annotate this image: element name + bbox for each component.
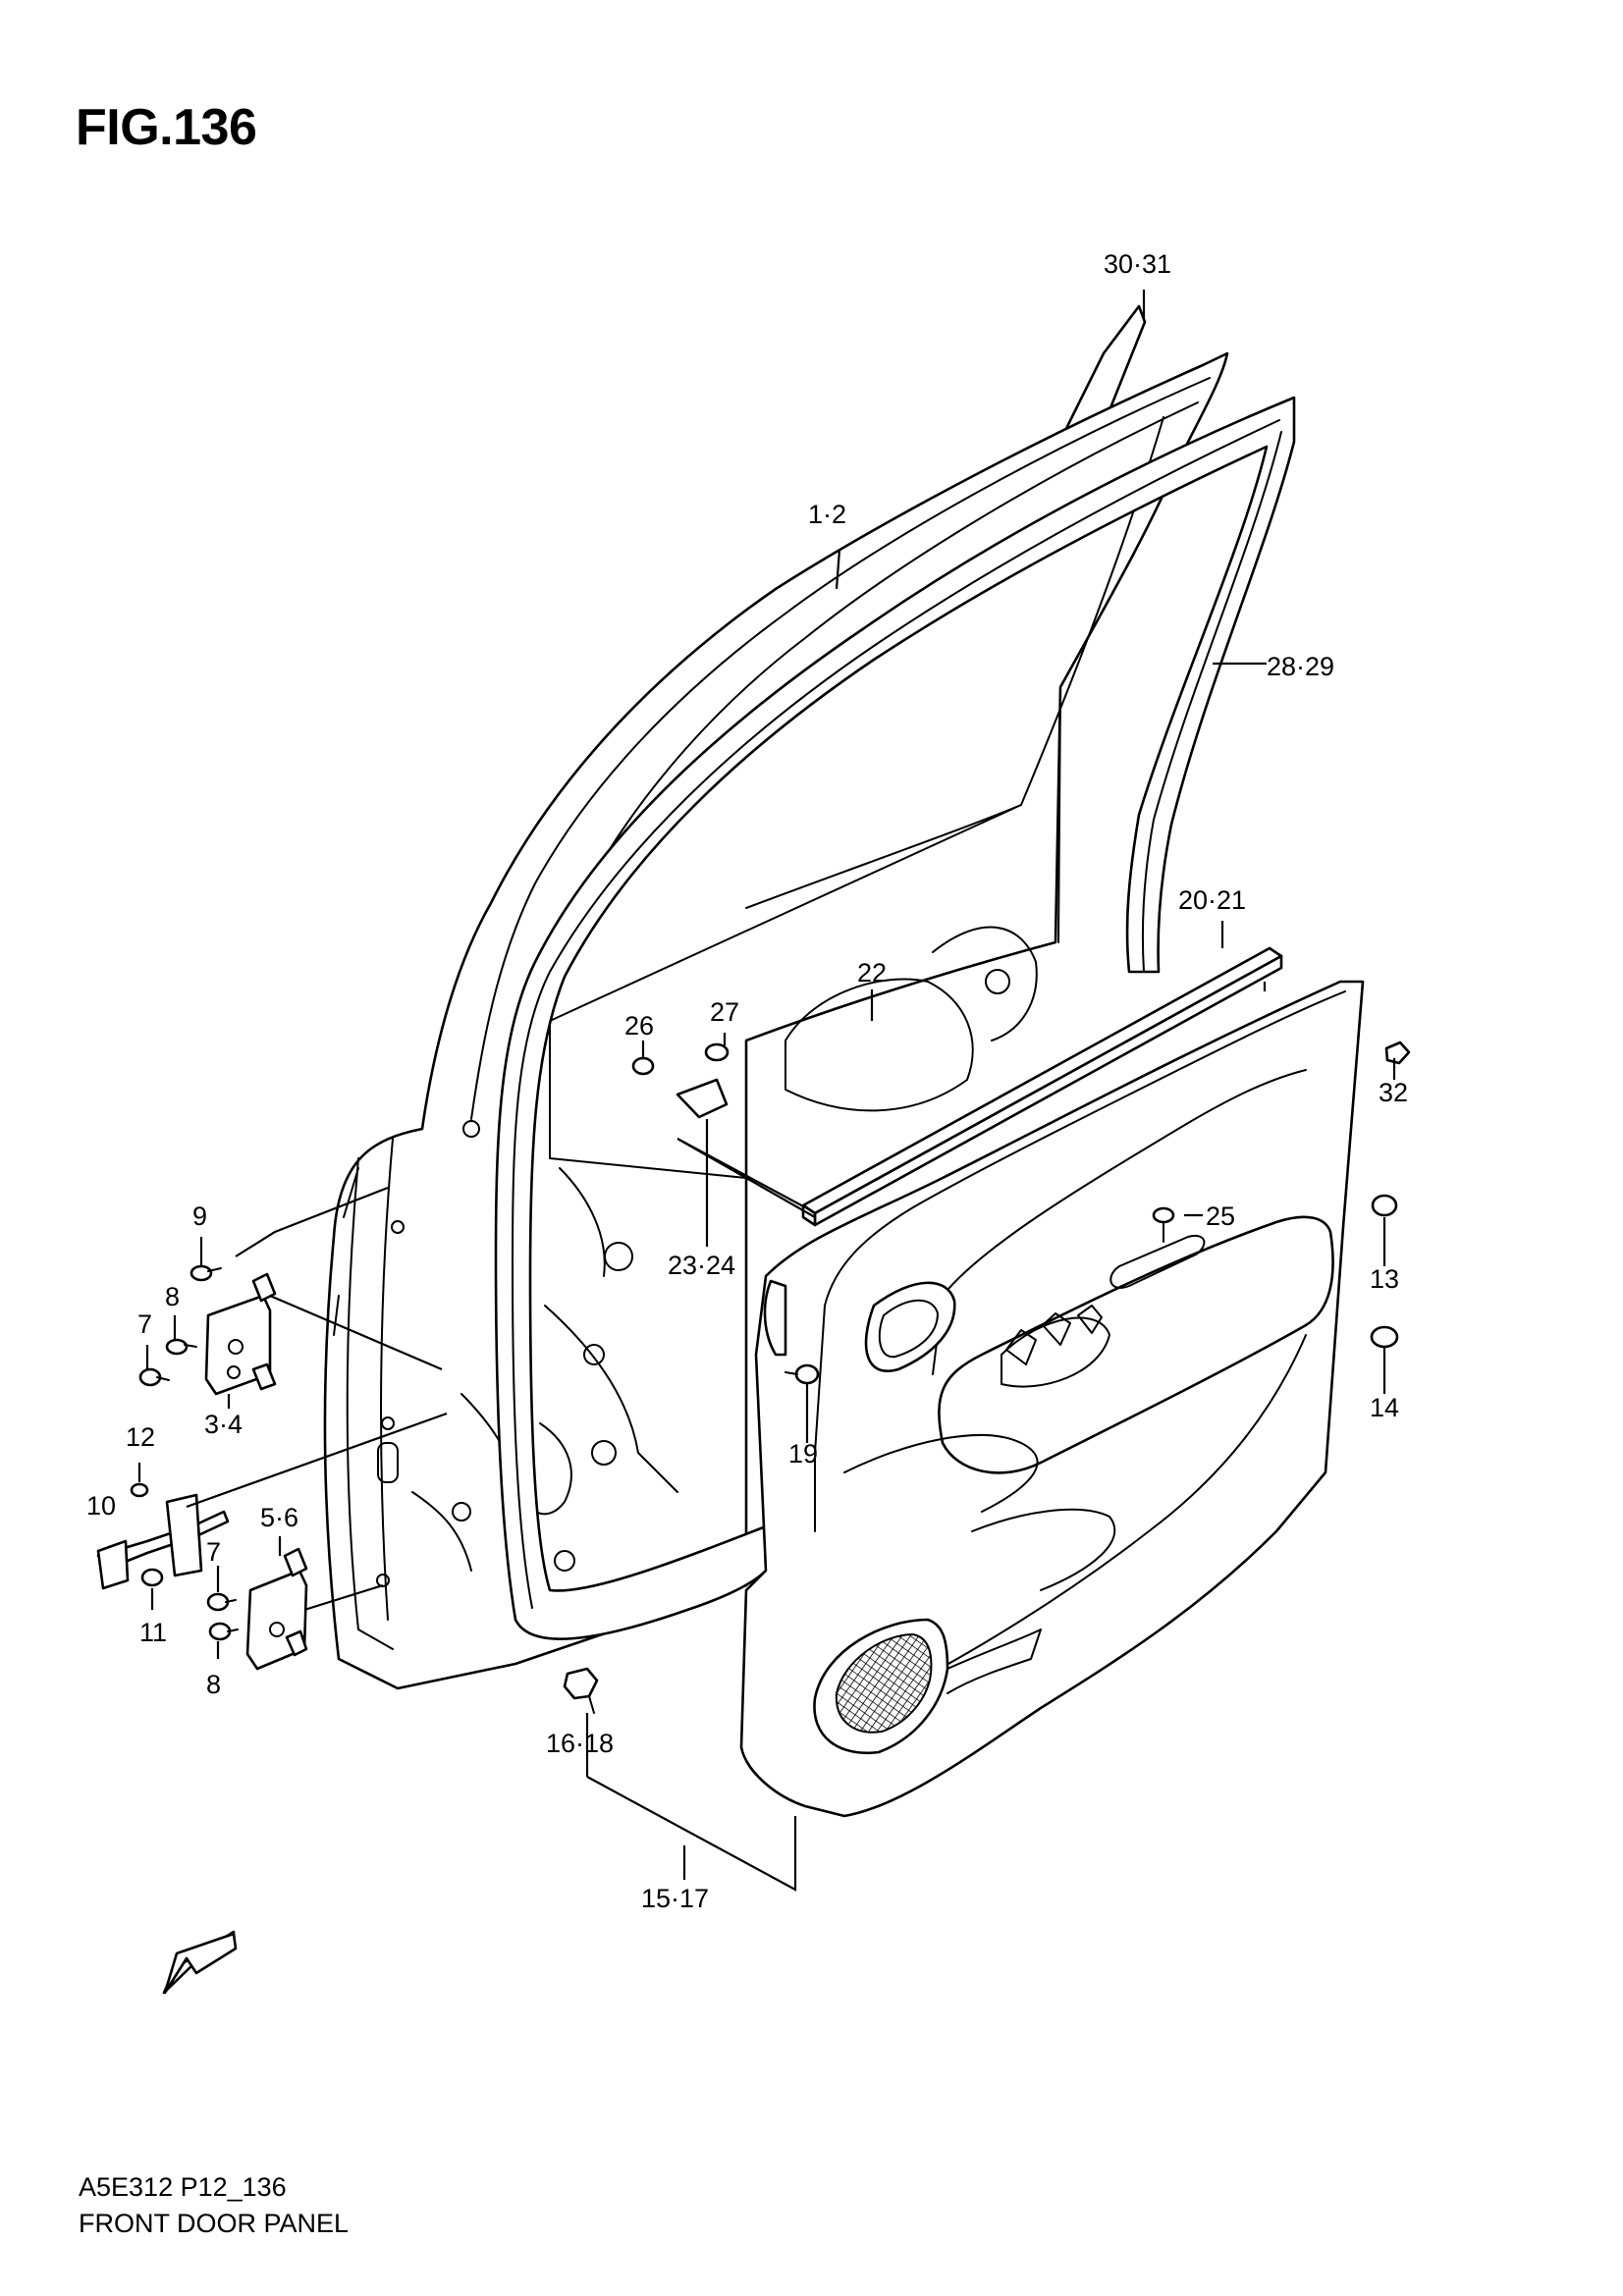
callout-1-2: 1·2 [808,500,846,529]
callout-11: 11 [139,1618,167,1647]
callout-32: 32 [1379,1078,1408,1107]
door-shell [323,351,1229,1690]
upper-hinge [204,1272,277,1396]
callout-15-17: 15·17 [641,1884,709,1913]
callout-30-31: 30·31 [1104,249,1171,279]
window-moulding [801,946,1283,1227]
callout-12: 12 [126,1422,155,1452]
forward-arrow-icon [162,1930,238,1995]
callout-labels: 30·31 1·2 28·29 20·21 22 27 26 32 25 13 … [86,249,1408,1913]
callout-20-21: 20·21 [1178,885,1246,915]
callout-8-upper: 8 [165,1282,180,1311]
diagram-code: A5E312 P12_136 [79,2172,287,2202]
callout-27: 27 [710,997,739,1027]
callout-13: 13 [1370,1264,1399,1294]
callout-19: 19 [788,1439,818,1468]
callout-3-4: 3·4 [204,1410,243,1439]
weatherstrip [494,396,1296,1640]
door-check [96,1493,230,1590]
callout-28-29: 28·29 [1267,652,1334,681]
callout-16-18: 16·18 [546,1729,614,1758]
diagram-name: FRONT DOOR PANEL [79,2209,350,2238]
leader-lines [137,290,1396,1892]
callout-7-lower: 7 [206,1537,221,1567]
callout-25: 25 [1206,1201,1235,1231]
callout-9: 9 [192,1201,207,1231]
callout-14: 14 [1370,1393,1399,1422]
fasteners [130,1041,1411,1714]
callout-8-lower: 8 [206,1670,221,1699]
callout-23-24: 23·24 [668,1251,735,1280]
figure-title: FIG.136 [76,99,257,156]
callout-22: 22 [857,958,887,988]
callout-7-upper: 7 [137,1309,152,1339]
callout-5-6: 5·6 [260,1503,298,1532]
callout-10: 10 [86,1491,116,1521]
door-trim-panel [739,980,1365,1818]
callout-26: 26 [624,1011,654,1041]
lower-hinge [245,1547,308,1671]
